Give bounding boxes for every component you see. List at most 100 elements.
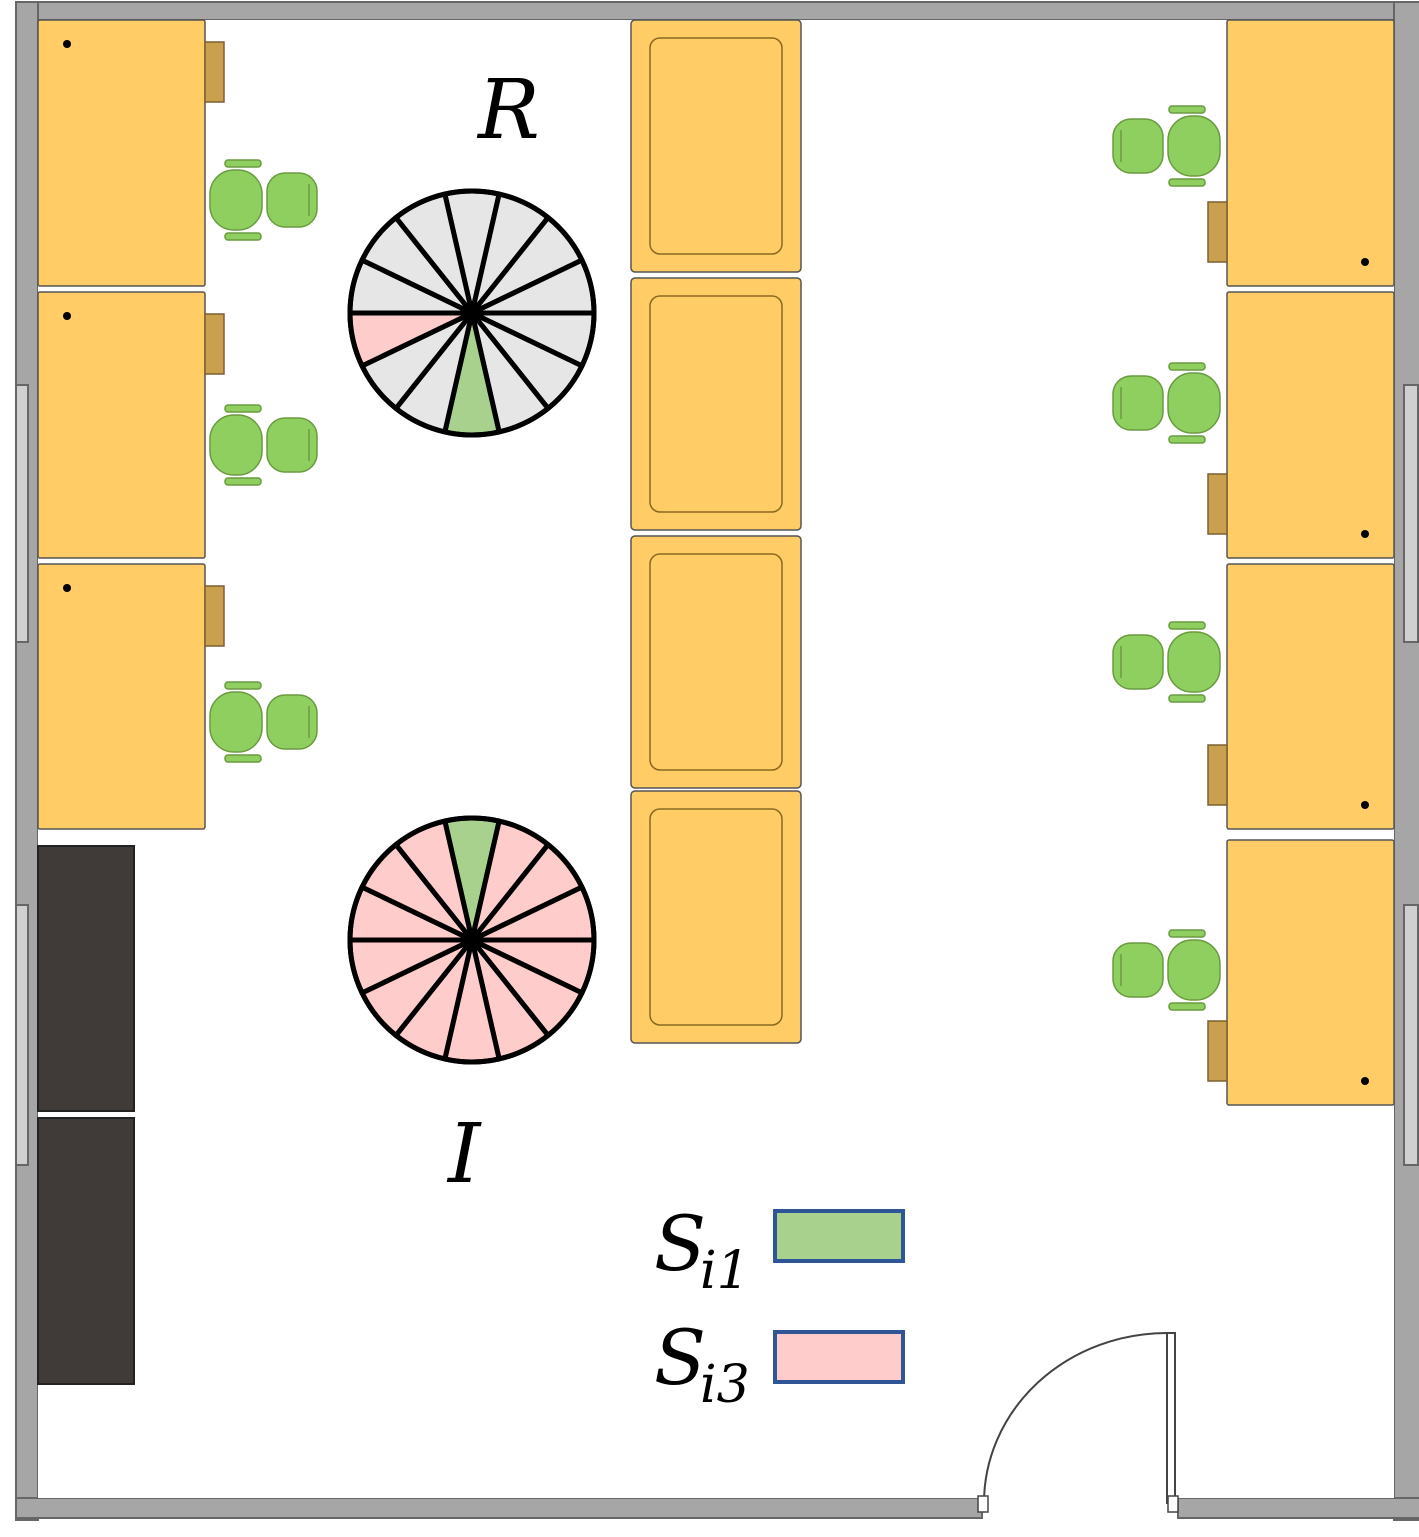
legend-si3-swatch [773, 1330, 905, 1384]
chair-7 [1112, 929, 1221, 1011]
keyboard-tray [1207, 201, 1228, 263]
right-window-1 [1403, 384, 1419, 643]
desk-top [37, 563, 206, 830]
legend-si1-subscript: i1 [700, 1241, 750, 1301]
wheel-rim [347, 815, 597, 1065]
keyboard-tray [204, 41, 225, 103]
chair-seat [1167, 939, 1221, 1001]
keyboard-tray [204, 585, 225, 647]
right-desk-group [1207, 19, 1395, 1106]
chair-back [266, 417, 318, 473]
chair-1 [209, 159, 318, 241]
desk-dot [1361, 258, 1369, 266]
wheel-rim [347, 188, 597, 438]
desk-top [1226, 19, 1395, 287]
chair-seat [1167, 115, 1221, 177]
wheel-r [347, 188, 597, 438]
desk-dot [1361, 530, 1369, 538]
chair-arm [224, 404, 262, 413]
chair-back [1112, 634, 1164, 690]
right-desk-1 [1207, 19, 1395, 287]
wheel-i [347, 815, 597, 1065]
chair-back [1112, 118, 1164, 174]
chair-seat [209, 169, 263, 231]
left-desk-group [37, 19, 225, 830]
chair-arm [224, 159, 262, 168]
chair-arm [1168, 105, 1206, 114]
desk-top [1226, 291, 1395, 559]
door [977, 1332, 1179, 1513]
chair-seat [1167, 631, 1221, 693]
cabinets [37, 845, 135, 1385]
legend-si1-swatch [773, 1209, 905, 1263]
left-desk-2 [37, 291, 225, 559]
table-inset [649, 37, 783, 255]
right-desk-2 [1207, 291, 1395, 559]
desk-top [1226, 563, 1395, 830]
right-desk-3 [1207, 563, 1395, 830]
chair-arm [1168, 1002, 1206, 1011]
table-top [630, 790, 802, 1044]
table-inset [649, 553, 783, 771]
legend-si3-subscript: i3 [700, 1355, 750, 1415]
table-inset [649, 808, 783, 1026]
left-window-1 [15, 384, 29, 643]
label-r: R [476, 63, 540, 158]
chair-back [1112, 942, 1164, 998]
chair-arm [1168, 362, 1206, 371]
left-desk-1 [37, 19, 225, 287]
chair-3 [209, 681, 318, 763]
desk-top [37, 19, 206, 287]
desk-dot [63, 584, 71, 592]
chair-arm [1168, 929, 1206, 938]
chair-back [266, 172, 318, 228]
cabinet-2 [37, 1117, 135, 1385]
cabinet-1 [37, 845, 135, 1112]
chair-back [1112, 375, 1164, 431]
keyboard-tray [1207, 744, 1228, 806]
legend: S i1 S i3 [654, 1199, 905, 1415]
chair-arm [224, 232, 262, 241]
keyboard-tray [204, 313, 225, 375]
chair-5 [1112, 362, 1221, 444]
center-table-2 [630, 277, 802, 531]
chair-arm [224, 477, 262, 486]
chair-back [266, 694, 318, 750]
table-top [630, 277, 802, 531]
center-table-1 [630, 19, 802, 273]
chair-arm [1168, 435, 1206, 444]
legend-entry-si1: S i1 [654, 1199, 905, 1301]
left-desk-3 [37, 563, 225, 830]
center-table-3 [630, 535, 802, 789]
chair-arm [1168, 621, 1206, 630]
center-table-group [630, 19, 802, 1044]
table-top [630, 19, 802, 273]
chair-6 [1112, 621, 1221, 703]
chair-4 [1112, 105, 1221, 187]
legend-entry-si3: S i3 [654, 1313, 905, 1415]
chair-arm [1168, 694, 1206, 703]
chair-arm [1168, 178, 1206, 187]
right-desk-4 [1207, 839, 1395, 1106]
legend-si1-symbol: S [654, 1199, 706, 1288]
chair-arm [224, 681, 262, 690]
left-window-2 [15, 904, 29, 1166]
chair-seat [1167, 372, 1221, 434]
chair-seat [209, 691, 263, 753]
chair-group [209, 105, 1221, 1011]
keyboard-tray [1207, 473, 1228, 535]
desk-top [1226, 839, 1395, 1106]
right-window-2 [1403, 904, 1419, 1166]
desk-top [37, 291, 206, 559]
desk-dot [63, 312, 71, 320]
keyboard-tray [1207, 1020, 1228, 1082]
chair-arm [224, 754, 262, 763]
table-top [630, 535, 802, 789]
desk-dot [63, 40, 71, 48]
center-table-4 [630, 790, 802, 1044]
chair-seat [209, 414, 263, 476]
table-inset [649, 295, 783, 513]
legend-si3-symbol: S [654, 1313, 706, 1402]
desk-dot [1361, 801, 1369, 809]
